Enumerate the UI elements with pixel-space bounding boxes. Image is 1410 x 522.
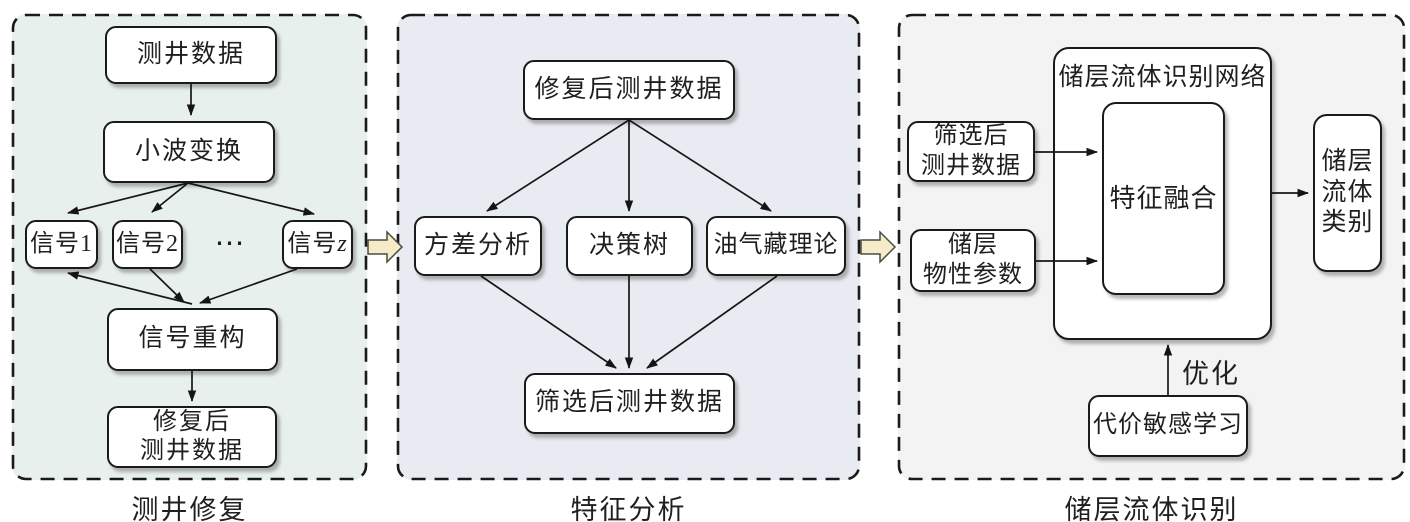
block-arrow-analysis-to-identification	[860, 230, 897, 264]
signal-z-variable: z	[337, 230, 348, 257]
node-wavelet-transform: 小波变换	[103, 121, 275, 183]
repaired-line-2: 测井数据	[140, 438, 244, 464]
caption-logging-repair: 测井修复	[131, 495, 248, 522]
node-signal-2: 信号2	[112, 220, 183, 269]
node-filtered-logging-data-2: 筛选后 测井数据	[907, 121, 1035, 182]
signal-z-prefix: 信号	[287, 230, 338, 257]
caption-feature-analysis: 特征分析	[570, 495, 687, 522]
node-signal-z: 信号z	[282, 220, 353, 269]
filtered-line-2: 测井数据	[921, 152, 1021, 179]
fluid-class-line-3: 类别	[1321, 209, 1374, 237]
network-label: 储层流体识别网络	[1058, 64, 1267, 91]
repaired-line-1: 修复后	[153, 408, 231, 435]
node-signal-1: 信号1	[25, 220, 98, 269]
node-variance-analysis: 方差分析	[414, 216, 542, 276]
node-fluid-class: 储层 流体 类别	[1313, 114, 1382, 272]
node-signal-reconstruction: 信号重构	[107, 308, 278, 371]
property-line-1: 储层	[948, 232, 998, 259]
caption-fluid-identification: 储层流体识别	[1064, 495, 1239, 522]
property-line-2: 物性参数	[923, 261, 1023, 288]
node-filtered-logging-data: 筛选后测井数据	[524, 373, 735, 434]
node-decision-tree: 决策树	[566, 216, 693, 276]
node-repaired-logging-data-2: 修复后测井数据	[523, 60, 735, 120]
fluid-class-line-1: 储层	[1321, 148, 1374, 176]
node-reservoir-property-params: 储层 物性参数	[910, 229, 1036, 292]
fluid-class-line-2: 流体	[1321, 178, 1374, 206]
node-reservoir-theory: 油气藏理论	[706, 216, 846, 276]
node-logging-data: 测井数据	[105, 26, 277, 84]
node-feature-fusion: 特征融合	[1102, 102, 1225, 295]
node-repaired-logging-data: 修复后 测井数据	[107, 406, 277, 468]
ellipsis-signals: ⋯	[214, 227, 246, 260]
filtered-line-1: 筛选后	[933, 123, 1009, 150]
node-cost-sensitive-learning: 代价敏感学习	[1088, 395, 1248, 457]
optimize-edge-label: 优化	[1182, 359, 1240, 389]
